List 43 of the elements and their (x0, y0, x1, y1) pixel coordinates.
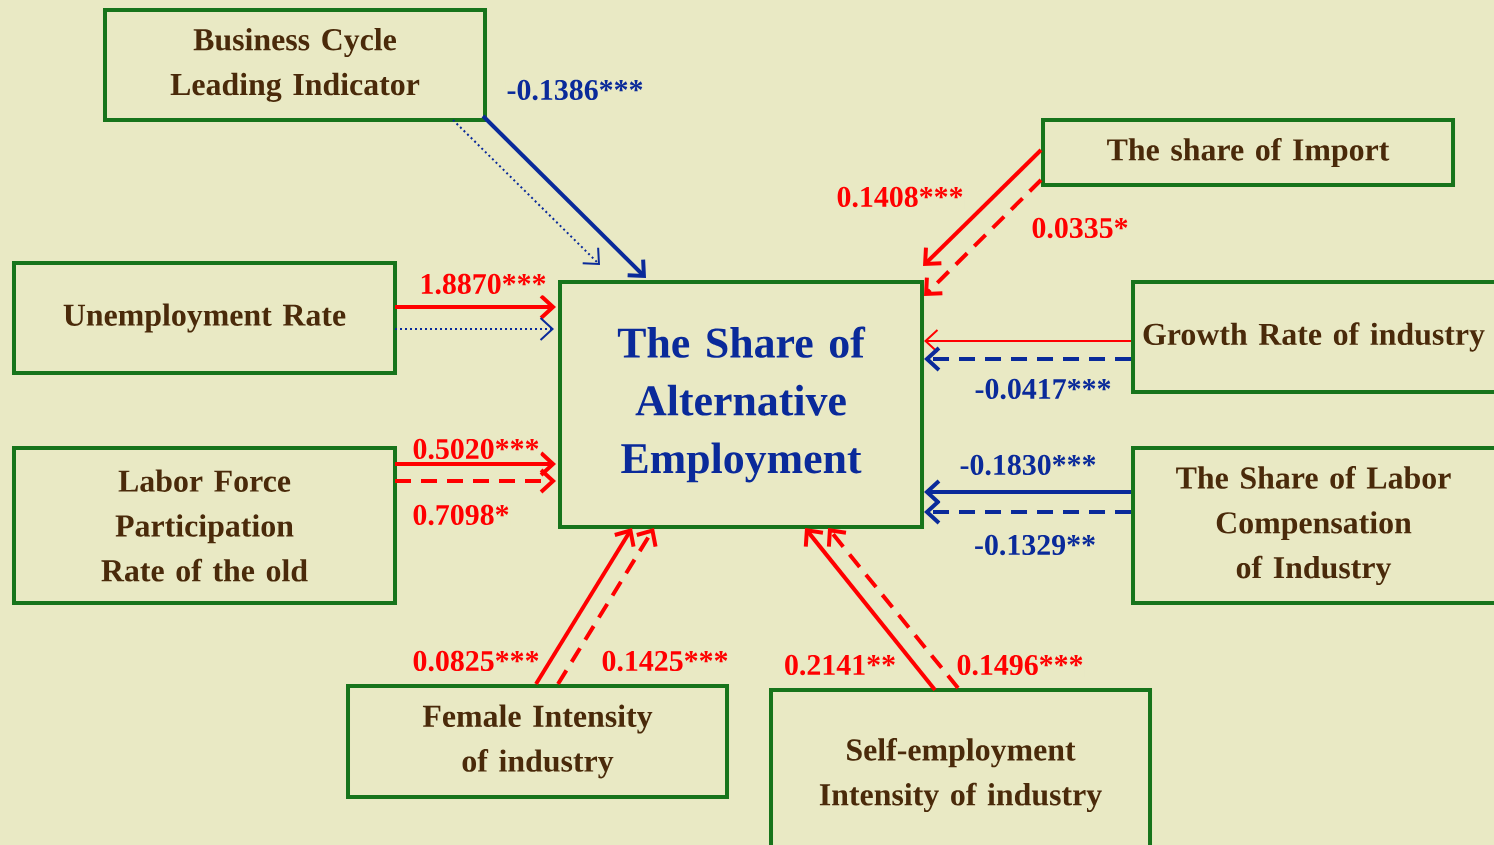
arrow (395, 468, 556, 494)
arrow (923, 148, 1043, 266)
edge-label: 0.7098* (411, 503, 511, 527)
box-text: Business Cycle Leading Indicator (170, 28, 420, 102)
box-text: Labor Force Participation Rate of the old (101, 469, 308, 582)
box-text: Unemployment Rate (63, 303, 346, 333)
edge-label: 0.0825*** (411, 649, 541, 673)
arrow (394, 317, 554, 341)
edge-label: 0.5020*** (411, 437, 541, 461)
arrow (924, 499, 1131, 525)
factor-box (346, 684, 729, 799)
factor-box (12, 261, 397, 375)
factor-box (103, 8, 487, 122)
arrow (803, 528, 937, 692)
edge-label: -0.1830*** (958, 453, 1098, 477)
arrow (826, 528, 960, 690)
arrow (924, 479, 1131, 505)
arrow (395, 294, 556, 320)
factor-box (1041, 118, 1455, 187)
arrow (556, 528, 658, 686)
arrow (395, 451, 556, 477)
factor-box (1131, 446, 1494, 605)
box-text: The Share of Labor Compensation of Industry (1176, 466, 1451, 585)
factor-box (1131, 280, 1494, 394)
factor-box (769, 688, 1152, 845)
edge-label: -0.1386*** (505, 78, 645, 102)
arrow (452, 119, 600, 265)
arrow (924, 329, 1132, 353)
edge-label: -0.1329** (973, 533, 1098, 557)
box-text: The share of Import (1107, 137, 1390, 168)
arrow (534, 528, 636, 686)
box-text: Self-employment Intensity of industry (819, 737, 1102, 813)
arrow (924, 346, 1131, 372)
edge-label: 0.0335* (1030, 216, 1130, 240)
arrow (481, 114, 646, 278)
arrow (924, 178, 1043, 296)
edge-label: -0.0417*** (973, 377, 1113, 401)
edge-label: 1.8870*** (418, 272, 548, 296)
box-text: Growth Rate of industry (1143, 322, 1485, 352)
box-text: Female Intensity of industry (422, 704, 653, 779)
central-box (558, 280, 924, 529)
factor-box (12, 446, 397, 605)
box-text: The Share of Alternative Employment (617, 326, 866, 483)
